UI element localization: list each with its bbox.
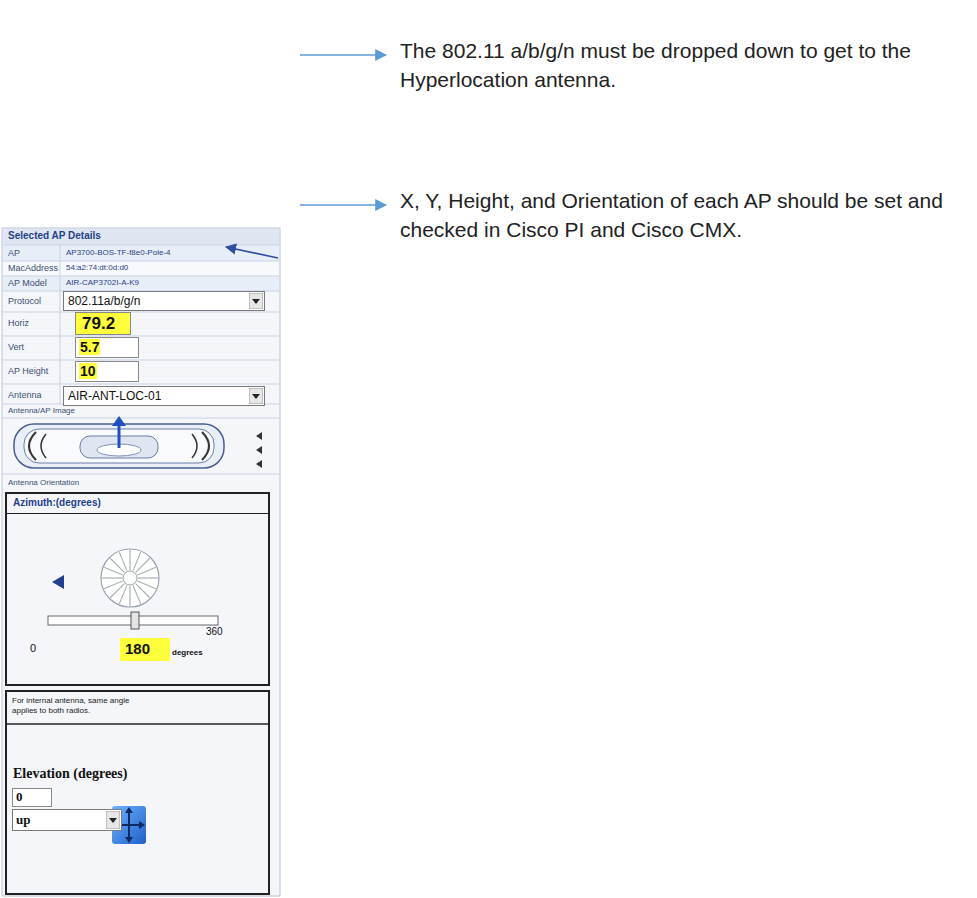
box-text: 5.7 [76, 338, 138, 357]
pointer-arrow [226, 247, 278, 258]
elevation-box: For internal antenna, same angle applies… [5, 690, 270, 895]
box-heading: Elevation (degrees) [13, 766, 127, 783]
wheel-spoke [129, 550, 130, 570]
dropdown-button [249, 293, 263, 309]
protocol-select: 802.11a/b/g/n [63, 291, 265, 311]
antenna-select: AIR-ANT-LOC-01 [63, 386, 265, 406]
dropdown-button [106, 811, 120, 829]
azimuth-value: 180 [120, 638, 170, 661]
wheel-spoke [129, 586, 130, 606]
azimuth-wheel [101, 549, 159, 607]
box-text: AIR-ANT-LOC-01 [64, 387, 264, 405]
field-value: AP3700-BOS-TF-f8e0-Pole-4 [66, 248, 171, 258]
field-value: 54:a2:74:dt:0d:d0 [66, 263, 128, 273]
row-band [3, 261, 279, 276]
dropdown-button [249, 388, 263, 404]
section-divider [7, 723, 268, 725]
azimuth-pointer [52, 575, 64, 589]
wheel-spoke [102, 577, 122, 578]
box-text: 0 [13, 789, 51, 805]
box-text: up [13, 810, 121, 830]
field-label: Horiz [8, 318, 29, 329]
field-label: MacAddress [8, 263, 58, 274]
note-text: The 802.11 a/b/g/n must be dropped down … [400, 36, 965, 95]
section-label: Antenna/AP Image [8, 406, 75, 416]
antenna-image [14, 416, 262, 468]
details-panel: Selected AP Details 802.11a/b/g/n 79.2 5.7 1… [2, 228, 280, 896]
note-text: X, Y, Height, and Orientation of each AP… [400, 186, 965, 245]
field-label: AP [8, 248, 20, 259]
box-text: 802.11a/b/g/n [64, 292, 264, 310]
callout-arrow [300, 204, 386, 206]
field-label: AP Model [8, 278, 47, 289]
field-label: Antenna [8, 390, 42, 401]
field-value: AIR-CAP3702I-A-K9 [66, 278, 139, 288]
scale-label: 0 [30, 642, 36, 655]
box-text: For internal antenna, same angle applies… [7, 692, 142, 719]
horiz-input: 79.2 [75, 312, 131, 335]
wheel-spoke [133, 585, 141, 603]
row-band [3, 246, 279, 261]
vert-input: 5.7 [75, 337, 139, 358]
section-label: Antenna Orientation [8, 478, 79, 488]
slider-thumb [131, 612, 139, 629]
unit-label: degrees [172, 648, 203, 658]
scale-label: 360 [206, 626, 223, 638]
callout-arrow [300, 54, 386, 56]
elevation-input: 0 [12, 788, 52, 807]
box-text: Azimuth:(degrees) [7, 494, 268, 514]
panel-header-band [3, 229, 279, 245]
box-text: 10 [76, 362, 138, 381]
box-text: 180 [120, 638, 170, 660]
azimuth-box: Azimuth:(degrees) 180 [5, 492, 270, 686]
field-label: Protocol [8, 296, 41, 307]
wheel-spoke [119, 552, 127, 570]
elevation-direction-select: up [12, 809, 122, 831]
height-input: 10 [75, 361, 139, 382]
wheel-spoke [104, 581, 122, 589]
field-label: Vert [8, 342, 24, 353]
panel-ground [2, 228, 280, 896]
wheel-spoke [137, 567, 155, 575]
wheel-spoke [138, 577, 158, 578]
box-text: 79.2 [76, 313, 130, 335]
row-band [3, 276, 279, 291]
field-label: AP Height [8, 366, 48, 377]
row-dividers [3, 245, 279, 474]
box-text: Selected AP Details [2, 228, 280, 244]
